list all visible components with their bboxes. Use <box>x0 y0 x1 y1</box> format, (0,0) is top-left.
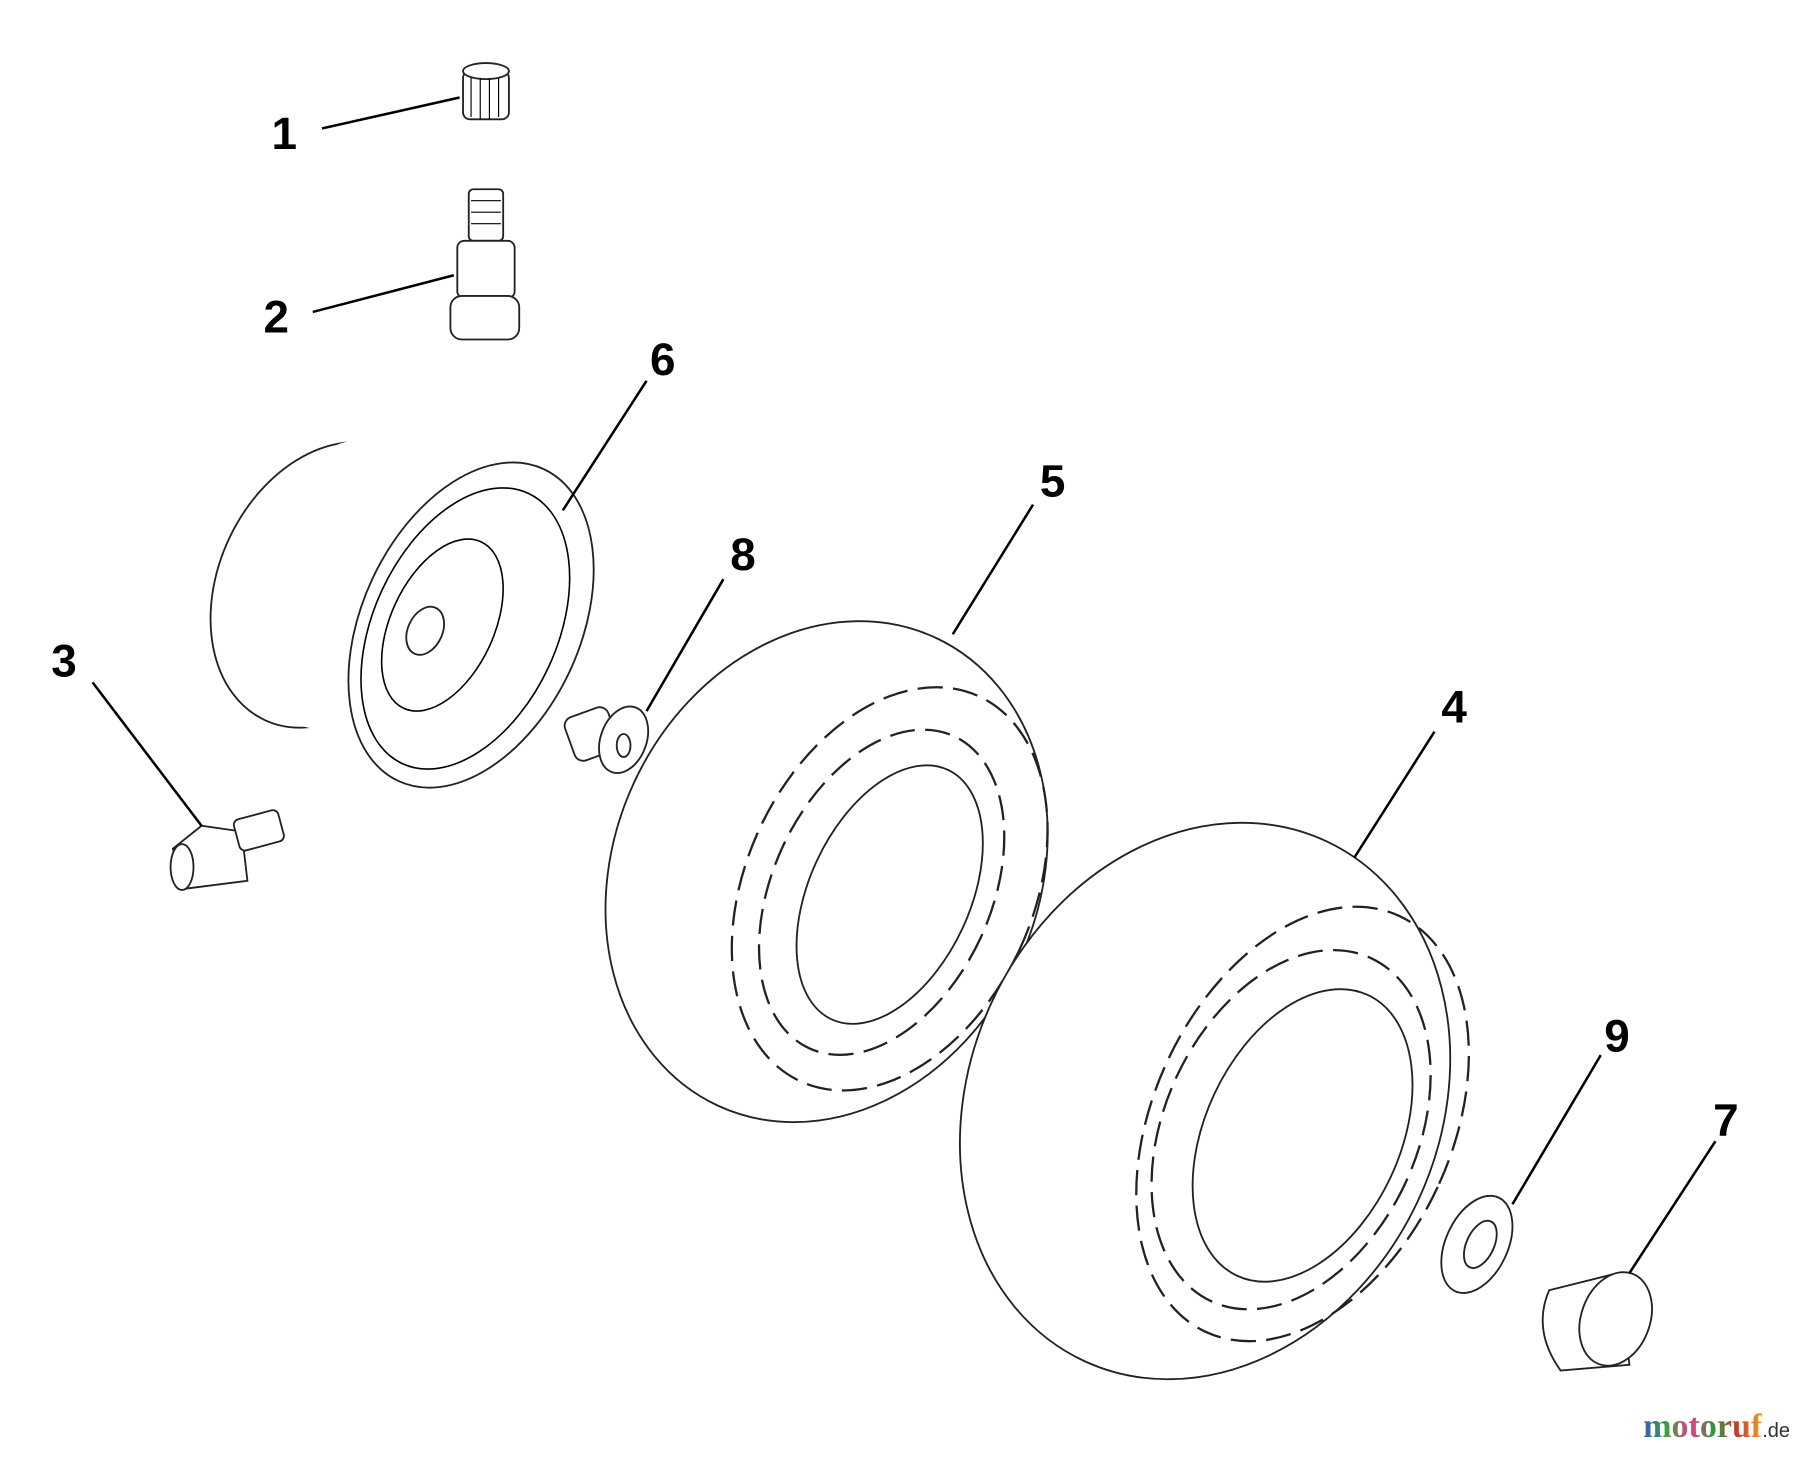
callout-9: 9 <box>1604 1010 1630 1062</box>
part-8-bushing <box>563 705 650 774</box>
callout-8: 8 <box>730 528 756 580</box>
leader-lines <box>91 96 1717 1274</box>
logo-suffix: .de <box>1762 1420 1790 1442</box>
callout-6: 6 <box>650 333 676 385</box>
part-9-washer <box>1440 1194 1514 1294</box>
part-1-valve-cap <box>462 62 510 121</box>
callout-3: 3 <box>51 635 77 687</box>
logo-text: motoruf <box>1643 1408 1763 1445</box>
part-6-rim <box>209 438 595 789</box>
part-3-grease-fitting <box>169 809 285 891</box>
part-4-tire <box>959 821 1471 1381</box>
part-5-tire <box>604 620 1049 1124</box>
part-7-hub-cap <box>1541 1271 1653 1372</box>
callout-7: 7 <box>1713 1093 1739 1145</box>
callout-2: 2 <box>263 291 289 343</box>
watermark-logo: motoruf.de <box>1643 1408 1790 1446</box>
callout-1: 1 <box>272 107 298 159</box>
callout-4: 4 <box>1441 681 1467 733</box>
callout-5: 5 <box>1040 455 1066 507</box>
part-2-valve-stem <box>449 188 521 341</box>
